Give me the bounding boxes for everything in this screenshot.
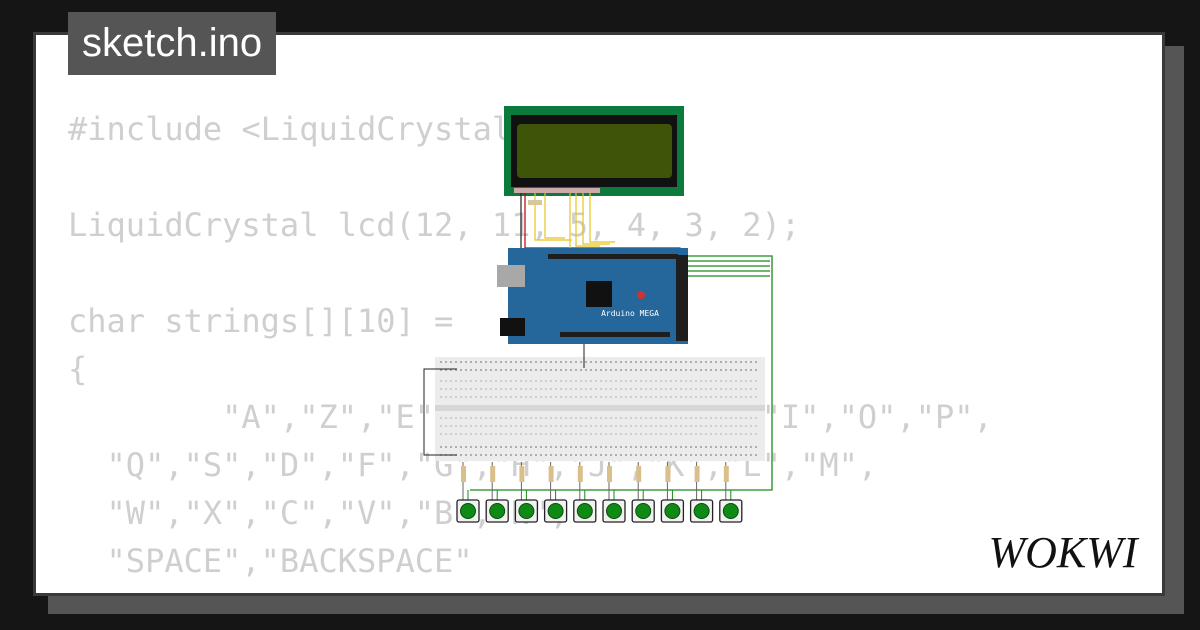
- lcd-screen: [517, 124, 672, 178]
- code-line: char strings[][10] =: [68, 302, 454, 340]
- code-line: "SPACE","BACKSPACE": [68, 542, 473, 580]
- resistor: [694, 466, 700, 482]
- push-button-cap: [547, 503, 564, 519]
- button-signal-wires: [470, 255, 773, 491]
- resistor: [665, 466, 671, 482]
- bottom-header: [560, 332, 670, 337]
- resistor: [636, 466, 642, 482]
- resistor: [548, 466, 554, 482]
- push-buttons: [456, 462, 743, 523]
- wokwi-logo: WOKWI: [988, 528, 1139, 577]
- lcd-pin-header: [514, 188, 600, 193]
- top-header: [548, 254, 678, 259]
- board-label: Arduino MEGA: [601, 309, 659, 318]
- code-line: LiquidCrystal lcd(12, 11, 5, 4, 3, 2);: [68, 206, 801, 244]
- resistor: [519, 466, 525, 482]
- push-button-cap: [664, 503, 681, 519]
- resistor: [723, 466, 729, 482]
- push-button-cap: [606, 503, 622, 519]
- mcu-chip: [586, 281, 612, 307]
- push-button-cap: [460, 503, 476, 519]
- resistor: [490, 466, 496, 482]
- wokwi-logo-text: WOKWI: [988, 528, 1139, 577]
- push-button-cap: [693, 503, 710, 519]
- push-button-cap: [518, 503, 535, 519]
- ground-wires: [423, 344, 585, 456]
- push-button-cap: [635, 503, 652, 519]
- code-line: {: [68, 350, 88, 388]
- resistor: [577, 466, 583, 482]
- digital-header: [676, 255, 688, 341]
- usb-port: [497, 265, 525, 287]
- file-title: sketch.ino: [68, 12, 277, 75]
- potentiometer-resistor: [528, 200, 542, 205]
- breadboard-channel: [435, 405, 765, 411]
- lcd-display: [504, 106, 684, 196]
- breadboard: [435, 357, 765, 461]
- power-jack: [500, 318, 525, 336]
- lcd-wires: [520, 193, 681, 256]
- push-button-cap: [722, 503, 739, 519]
- push-button-cap: [576, 503, 593, 519]
- resistor: [607, 466, 612, 482]
- resistor: [461, 466, 466, 482]
- code-line: };: [68, 590, 107, 593]
- code-line: #include <LiquidCrystal: [68, 110, 512, 148]
- push-button-cap: [489, 503, 506, 519]
- reset-button: [637, 291, 645, 299]
- arduino-mega-board: Arduino MEGA: [497, 248, 688, 344]
